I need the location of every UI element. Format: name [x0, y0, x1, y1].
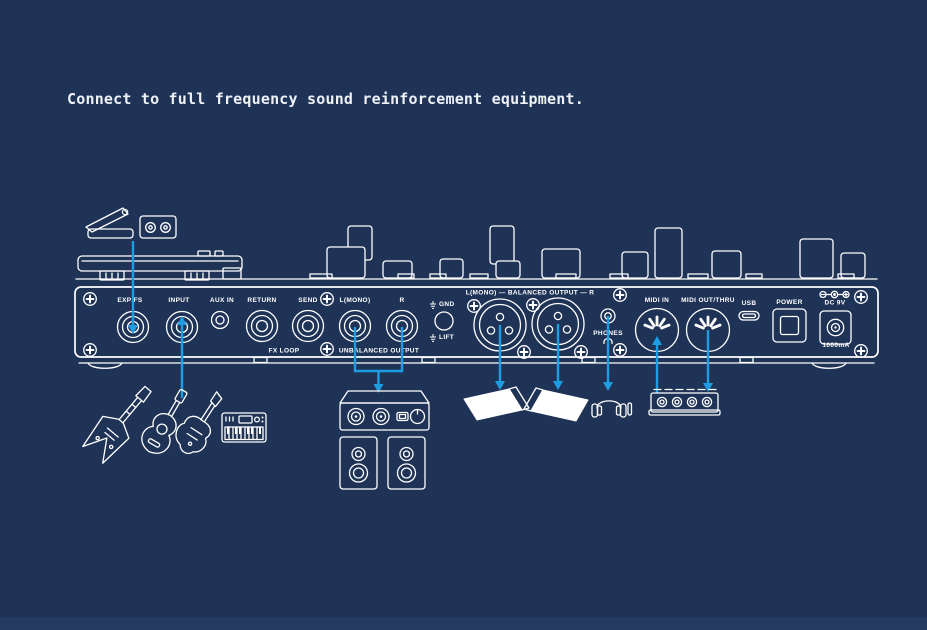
power-button: [772, 308, 807, 343]
studio-monitor-left-icon: [339, 436, 378, 490]
unit-treadle: [77, 255, 243, 272]
acoustic-guitar-icon: [141, 388, 188, 454]
headphones-icon: [591, 400, 633, 418]
label-exp-fs: EXP/FS: [117, 297, 143, 304]
label-unbalanced-output: UNBALANCED OUTPUT: [339, 348, 419, 355]
label-return: RETURN: [247, 297, 276, 304]
keyboard-icon: [221, 412, 267, 443]
label-usb: USB: [742, 300, 757, 307]
connection-arrows: [128, 241, 713, 398]
label-aux-in: AUX IN: [210, 297, 234, 304]
page-title: Connect to full frequency sound reinforc…: [67, 90, 584, 108]
polarity-symbol: [819, 290, 850, 299]
top-edge-details: [309, 273, 855, 279]
flying-v-guitar-icon: [82, 385, 152, 464]
arrow-input: [177, 316, 187, 398]
dual-footswitch-icon: [139, 215, 177, 239]
arrow-balanced-r: [553, 324, 563, 390]
electric-guitar-icon: [175, 391, 223, 455]
label-gnd: GND: [439, 301, 455, 308]
usb-port: [738, 310, 760, 321]
device-rear-panel: EXP/FS INPUT AUX IN RETURN SEND L(MONO) …: [74, 286, 879, 369]
arrow-phones: [603, 316, 613, 391]
label-lift: LIFT: [439, 334, 454, 341]
label-input: INPUT: [168, 297, 189, 304]
dc-input: [819, 290, 852, 345]
arrow-midi-out: [703, 330, 713, 392]
label-midi-out-thru: MIDI OUT/THRU: [681, 297, 735, 304]
label-dc-voltage: DC 9V: [825, 300, 846, 307]
rubber-foot: [87, 362, 123, 369]
arrow-balanced-l: [495, 325, 505, 390]
expression-pedal-icon: [85, 207, 134, 239]
label-l-mono: L(MONO): [340, 297, 371, 304]
arrow-midi-in: [652, 336, 662, 393]
ground-lift-switch: [429, 300, 454, 342]
stage-wedge-right-icon: [523, 387, 589, 422]
label-balanced-output: L(MONO) — BALANCED OUTPUT — R: [466, 290, 595, 297]
rubber-foot: [811, 362, 847, 369]
label-r: R: [399, 297, 404, 304]
midi-controller-icon: [648, 388, 721, 416]
equipment-icons: [82, 207, 721, 490]
label-midi-in: MIDI IN: [645, 297, 669, 304]
arrow-exp-fs: [128, 241, 138, 334]
audio-interface-icon: [339, 390, 430, 431]
label-fx-loop: FX LOOP: [269, 348, 300, 355]
studio-monitor-right-icon: [387, 436, 426, 490]
knob-silhouettes: [326, 225, 866, 279]
aux-in-jack: [210, 310, 230, 330]
label-power: POWER: [776, 299, 802, 306]
footer-band: [0, 617, 927, 630]
stage-wedge-left-icon: [463, 386, 530, 421]
label-send: SEND: [298, 297, 317, 304]
device-top-view: [75, 225, 878, 281]
label-dc-current: 1000mA: [822, 342, 849, 349]
arrow-unbalanced-output: [353, 327, 404, 393]
